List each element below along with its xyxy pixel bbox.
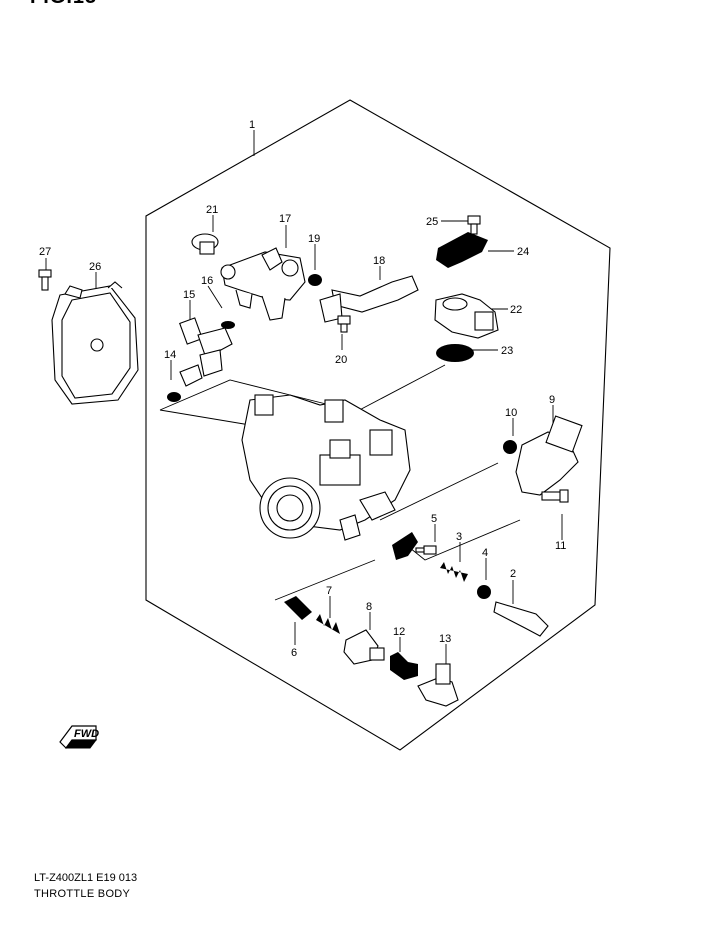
callout-22: 22 [510,304,522,316]
hose-o-ring [308,274,322,286]
leader-lines [45,130,563,664]
callout-21: 21 [206,204,218,216]
hose-clamp-screw [337,315,351,333]
cover-screw [38,269,52,291]
throttle-cover [51,281,139,405]
elbow-joint [417,663,459,707]
nozzle-cap [191,233,219,255]
sensor-bracket [436,232,488,268]
callout-25: 25 [426,216,438,228]
callout-3: 3 [456,531,462,543]
callout-14: 14 [164,349,176,361]
idle-adjust-screw [493,601,549,637]
bypass-adjuster [343,629,385,665]
callout-19: 19 [308,233,320,245]
callout-23: 23 [501,345,513,357]
callout-7: 7 [326,585,332,597]
callout-24: 24 [517,246,529,258]
fwd-label: FWD [74,728,99,740]
callout-numbers: 1 2 3 4 5 6 7 8 9 10 11 12 13 14 15 16 1… [39,119,566,659]
idle-spring [440,562,468,582]
assembly-frame [145,99,611,751]
tps-o-ring [503,440,517,454]
fuel-feed-hose [319,275,419,323]
callout-18: 18 [373,255,385,267]
figure-label: FIG.13 [30,0,97,9]
callout-5: 5 [431,513,437,525]
injector-o-ring-lower [167,392,181,402]
callout-6: 6 [291,647,297,659]
injector-o-ring-upper [221,321,235,329]
callout-10: 10 [505,407,517,419]
sensor-o-ring [436,344,474,362]
callout-17: 17 [279,213,291,225]
idle-bracket [392,532,418,560]
model-code: LT-Z400ZL1 E19 013 [34,872,138,884]
bypass-valve [284,596,312,620]
throttle-body [241,394,411,541]
forward-direction-badge: FWD [59,725,99,749]
fuel-delivery-pipe [220,247,306,321]
callout-27: 27 [39,246,51,258]
callout-9: 9 [549,394,555,406]
bypass-spring [316,614,340,634]
map-sensor [434,293,499,339]
callout-13: 13 [439,633,451,645]
section-title: THROTTLE BODY [34,888,131,900]
callout-16: 16 [201,275,213,287]
callout-15: 15 [183,289,195,301]
callout-2: 2 [510,568,516,580]
callout-26: 26 [89,261,101,273]
callout-1: 1 [249,119,255,131]
callout-20: 20 [335,354,347,366]
bracket-screw [467,215,481,235]
callout-8: 8 [366,601,372,613]
idle-screw-o-ring [477,585,491,599]
bypass-hose [390,652,418,680]
throttle-position-sensor [515,415,583,496]
callout-4: 4 [482,547,488,559]
tps-screw [541,489,569,503]
callout-12: 12 [393,626,405,638]
fuel-injector [179,317,233,387]
callout-11: 11 [555,540,566,552]
idle-screw-retainer [415,545,437,555]
